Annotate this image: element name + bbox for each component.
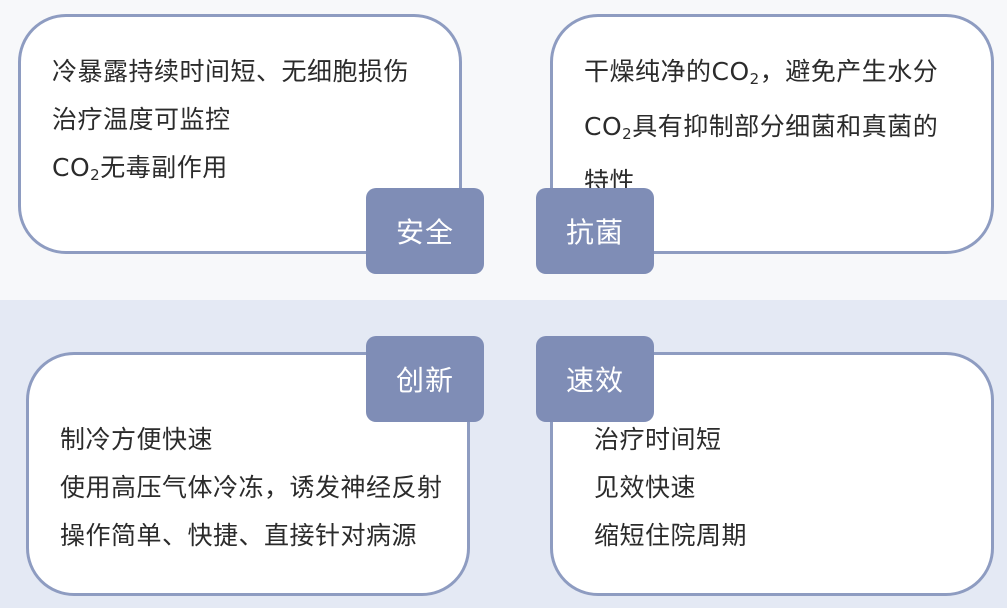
antibacterial-tag: 抗菌 xyxy=(536,188,654,274)
fast-acting-line-1: 治疗时间短 xyxy=(594,425,722,454)
safety-line-2: 治疗温度可监控 xyxy=(52,105,231,134)
fast-acting-line-2: 见效快速 xyxy=(594,473,697,502)
innovation-lines: 制冷方便快速 使用高压气体冷冻，诱发神经反射 操作简单、快捷、直接针对病源 xyxy=(60,416,443,560)
innovation-line-3: 操作简单、快捷、直接针对病源 xyxy=(60,521,418,550)
antibacterial-line-2: CO2具有抑制部分细菌和真菌的 xyxy=(584,112,939,143)
antibacterial-line-1: 干燥纯净的CO2，避免产生水分 xyxy=(584,57,939,88)
safety-lines: 冷暴露持续时间短、无细胞损伤 治疗温度可监控 CO2无毒副作用 xyxy=(52,48,409,199)
fast-acting-card xyxy=(550,352,994,596)
safety-line-1: 冷暴露持续时间短、无细胞损伤 xyxy=(52,57,410,86)
safety-line-3: CO2无毒副作用 xyxy=(52,153,228,184)
fast-acting-tag: 速效 xyxy=(536,336,654,422)
antibacterial-lines: 干燥纯净的CO2，避免产生水分 CO2具有抑制部分细菌和真菌的 特性 xyxy=(584,48,938,206)
fast-acting-line-3: 缩短住院周期 xyxy=(594,521,748,550)
fast-acting-lines: 治疗时间短 见效快速 缩短住院周期 xyxy=(594,416,747,560)
safety-tag: 安全 xyxy=(366,188,484,274)
innovation-line-1: 制冷方便快速 xyxy=(60,425,214,454)
innovation-line-2: 使用高压气体冷冻，诱发神经反射 xyxy=(60,473,443,502)
innovation-tag: 创新 xyxy=(366,336,484,422)
